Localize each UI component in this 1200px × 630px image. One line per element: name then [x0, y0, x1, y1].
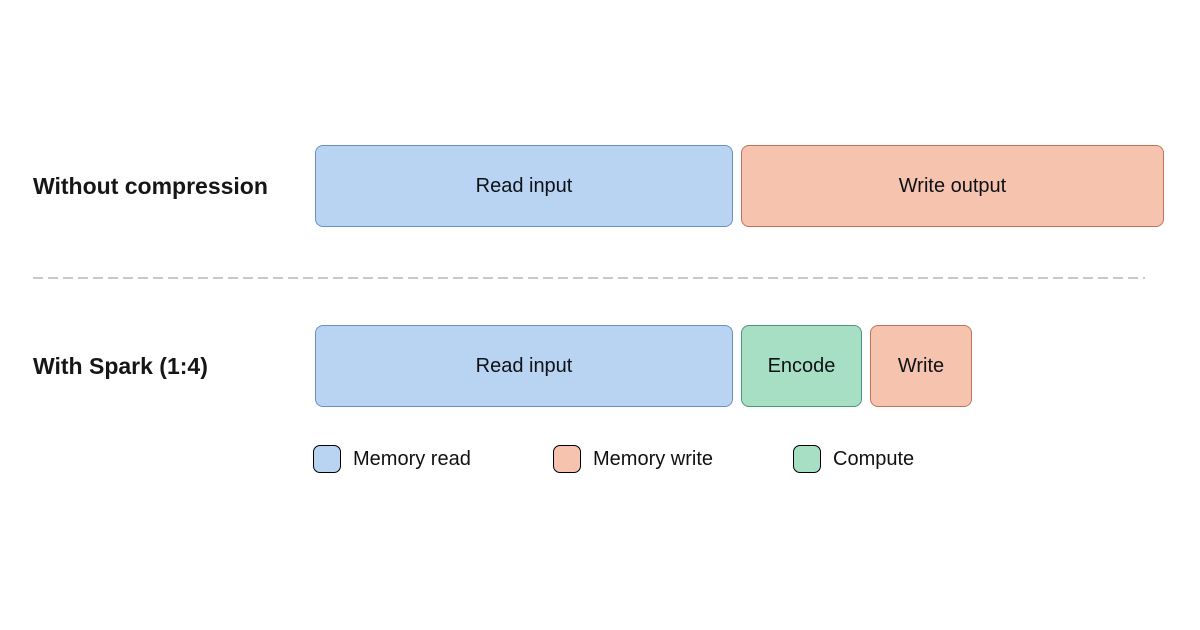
legend-label-memory-read: Memory read: [353, 448, 471, 470]
legend-label-compute: Compute: [833, 448, 915, 470]
row-label-without-compression: Without compression: [33, 173, 268, 199]
memory-write-swatch-icon: [553, 445, 581, 473]
timeline-with-spark: Read input Encode Write: [315, 325, 972, 407]
timeline-without-compression: Read input Write output: [315, 145, 1164, 227]
legend-item-memory-write: Memory write: [553, 445, 713, 473]
bar-read-input: Read input: [315, 145, 733, 227]
legend-label-memory-write: Memory write: [593, 448, 714, 470]
bar-read-input-spark: Read input: [315, 325, 733, 407]
bar-encode: Encode: [741, 325, 862, 407]
dashed-separator: [33, 277, 1145, 279]
bar-write: Write: [870, 325, 972, 407]
legend-item-memory-read: Memory read: [313, 445, 471, 473]
legend-item-compute: Compute: [793, 445, 914, 473]
memory-read-swatch-icon: [313, 445, 341, 473]
bar-write-output: Write output: [741, 145, 1164, 227]
compute-swatch-icon: [793, 445, 821, 473]
row-label-with-spark: With Spark (1:4): [33, 353, 208, 379]
